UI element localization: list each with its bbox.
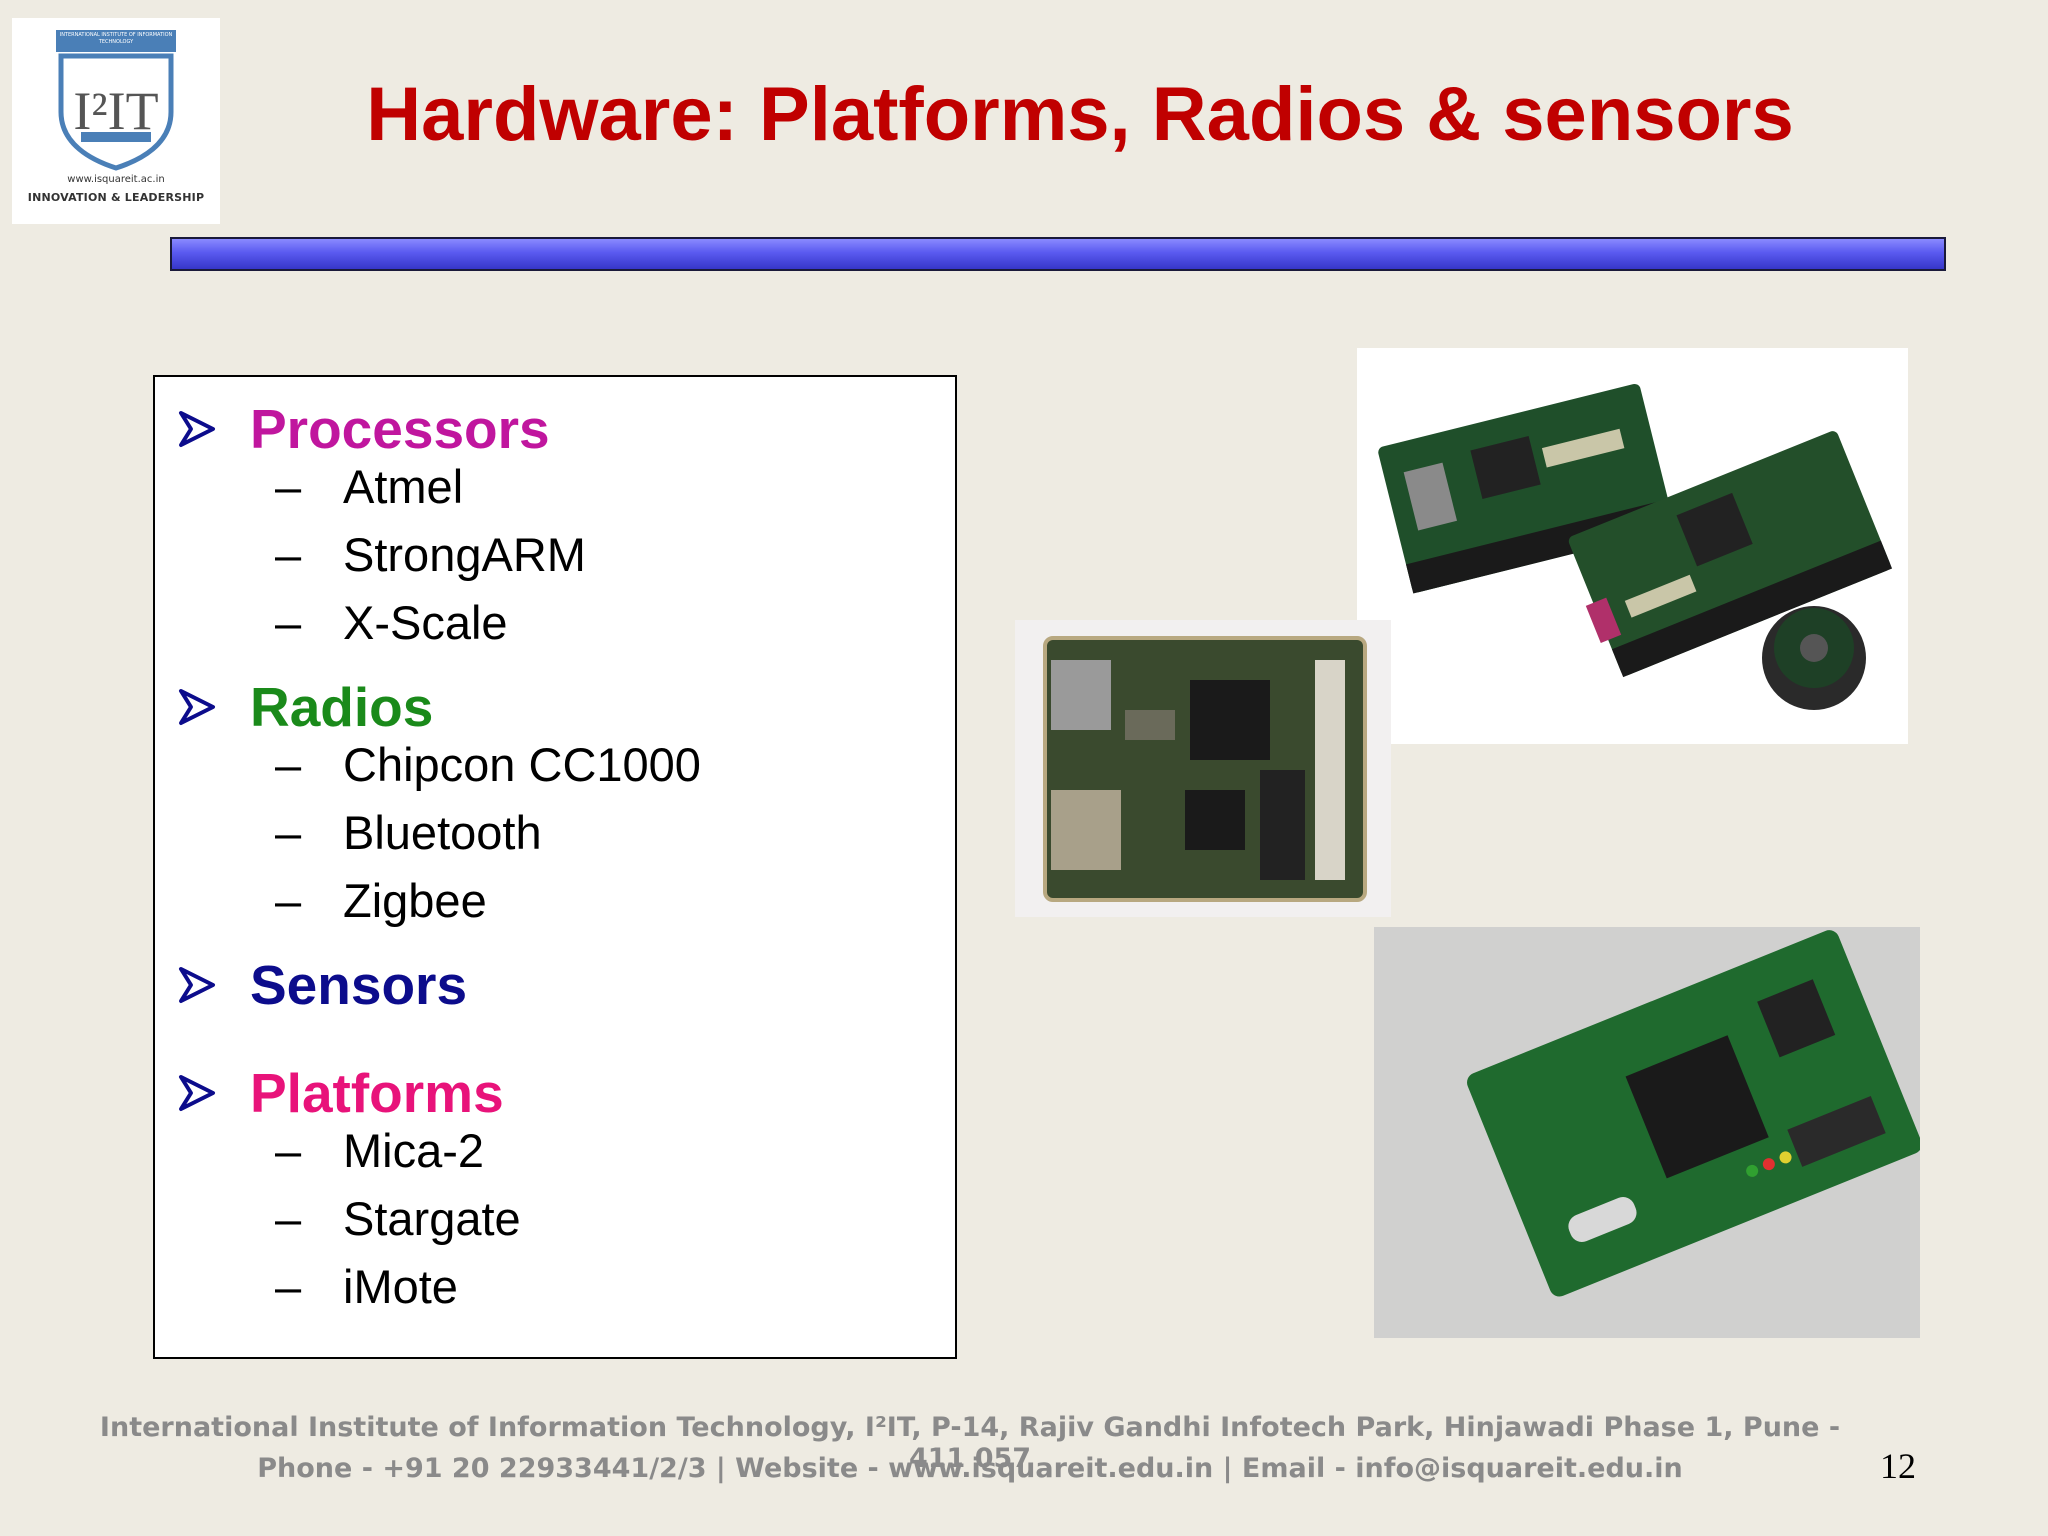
photo-sensor-boards (1357, 348, 1908, 744)
arrow-bullet-icon (179, 1075, 215, 1111)
sub-item: –Bluetooth (275, 806, 542, 859)
logo-ribbon: INTERNATIONAL INSTITUTE OF INFORMATION T… (56, 30, 176, 52)
footer-address: International Institute of Information T… (99, 1412, 1841, 1474)
title-underline-bar (170, 237, 1946, 271)
page-number: 12 (1880, 1446, 1916, 1486)
photo-mica2-mote (1374, 927, 1920, 1338)
institute-logo: INTERNATIONAL INSTITUTE OF INFORMATION T… (12, 18, 220, 224)
logo-tagline: INNOVATION & LEADERSHIP (27, 191, 205, 204)
bullet-label: Platforms (250, 1062, 504, 1124)
sub-item: –Atmel (275, 460, 464, 513)
bullet-label: Sensors (250, 954, 468, 1016)
footer-contact: Phone - +91 20 22933441/2/3 | Website - … (257, 1453, 1683, 1484)
sub-item: –Stargate (275, 1192, 521, 1245)
bullet-platforms: Platforms (177, 1061, 504, 1125)
bullet-list-box: Processors –Atmel –StrongARM –X-Scale Ra… (153, 375, 957, 1359)
bullet-processors: Processors (177, 397, 550, 461)
arrow-bullet-icon (179, 689, 215, 725)
logo-shield-icon (58, 53, 174, 171)
sub-item: –iMote (275, 1260, 458, 1313)
slide-title: Hardware: Platforms, Radios & sensors (366, 72, 1794, 157)
arrow-bullet-icon (179, 967, 215, 1003)
sub-item: –Mica-2 (275, 1124, 485, 1177)
photo-stargate-board (1015, 620, 1391, 917)
sub-item: –StrongARM (275, 528, 586, 581)
logo-mark: I²IT (73, 81, 159, 141)
sub-item: –Zigbee (275, 874, 487, 927)
logo-url: www.isquareit.ac.in (67, 174, 165, 185)
arrow-bullet-icon (179, 411, 215, 447)
bullet-label: Radios (250, 676, 434, 738)
bullet-radios: Radios (177, 675, 433, 739)
sub-item: –X-Scale (275, 596, 508, 649)
bullet-sensors: Sensors (177, 953, 467, 1017)
sub-item: –Chipcon CC1000 (275, 738, 701, 791)
bullet-label: Processors (250, 398, 550, 460)
